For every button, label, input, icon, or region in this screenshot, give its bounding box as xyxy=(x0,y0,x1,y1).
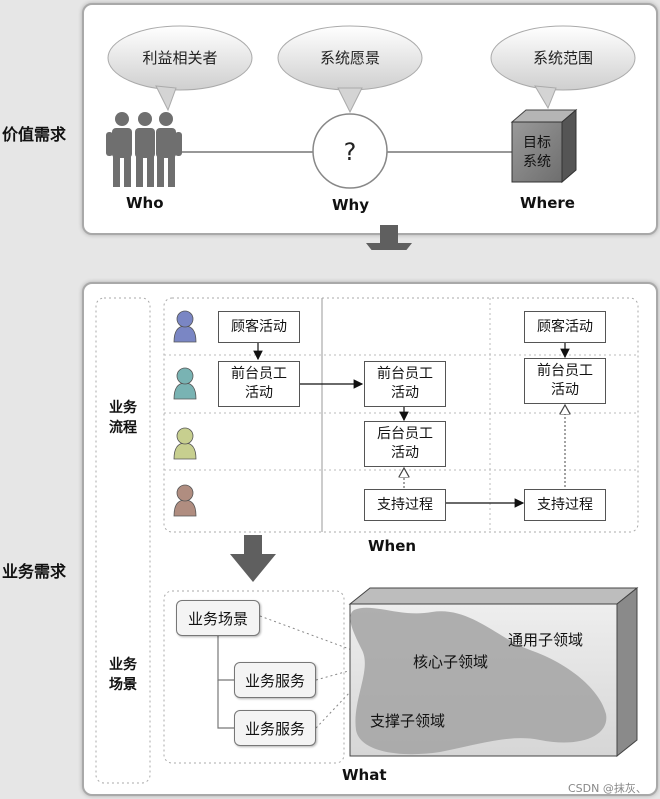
question-mark: ? xyxy=(344,138,357,166)
small-down-arrow-icon xyxy=(230,535,276,582)
why-circle xyxy=(312,113,388,189)
c1-front-staff-box: 前台员工活动 xyxy=(218,361,300,407)
c1-customer-activity-box: 顾客活动 xyxy=(218,311,300,343)
core-domain-shape xyxy=(350,607,607,755)
dotted-link-1 xyxy=(259,615,353,651)
people-icon xyxy=(106,112,182,187)
support-domain-label: 支撑子领域 xyxy=(370,712,446,730)
role-person-icon-2 xyxy=(173,367,197,400)
business-service-box-2: 业务服务 xyxy=(234,710,316,746)
why-caption: Why xyxy=(332,196,370,214)
business-service-box-1: 业务服务 xyxy=(234,662,316,698)
domain-box xyxy=(348,586,639,758)
scope-text: 系统范围 xyxy=(533,49,593,67)
tree-line-1 xyxy=(217,635,234,681)
stakeholder-bubble xyxy=(107,25,253,112)
scenario-outline xyxy=(163,590,345,764)
process-outline xyxy=(163,297,639,533)
role-person-icon-1 xyxy=(173,310,197,343)
target-system-text-line2: 系统 xyxy=(523,154,551,170)
role-person-icon-3 xyxy=(173,427,197,460)
stakeholder-text: 利益相关者 xyxy=(142,49,217,67)
what-caption: What xyxy=(342,766,387,784)
dotted-link-3 xyxy=(315,689,353,729)
core-domain-label: 核心子领域 xyxy=(413,653,489,671)
business-requirements-label: 业务需求 xyxy=(2,562,67,581)
scope-bubble xyxy=(490,25,636,110)
target-system-cube xyxy=(510,108,578,184)
dotted-link-2 xyxy=(315,669,353,681)
scenario-group-label: 业务 场景 xyxy=(109,657,137,693)
where-caption: Where xyxy=(520,194,575,212)
vision-bubble xyxy=(277,25,423,114)
down-arrow-icon xyxy=(366,225,412,250)
c2-front-staff-box: 前台员工活动 xyxy=(364,361,446,407)
c3-support-box: 支持过程 xyxy=(524,489,606,521)
c3-front-staff-box: 前台员工活动 xyxy=(524,358,606,404)
generic-domain-label: 通用子领域 xyxy=(508,631,584,649)
tree-line-2 xyxy=(217,680,234,729)
vision-text: 系统愿景 xyxy=(320,49,380,67)
value-requirements-label: 价值需求 xyxy=(2,125,67,144)
business-scenario-box: 业务场景 xyxy=(176,600,260,636)
c3-customer-activity-box: 顾客活动 xyxy=(524,311,606,343)
watermark: CSDN @抹灰、 xyxy=(568,782,647,795)
c2-support-box: 支持过程 xyxy=(364,489,446,521)
role-person-icon-4 xyxy=(173,484,197,517)
who-caption: Who xyxy=(126,194,164,212)
c2-back-staff-box: 后台员工活动 xyxy=(364,421,446,467)
target-system-text-line1: 目标 xyxy=(523,135,551,151)
process-group-label: 业务 流程 xyxy=(109,400,137,436)
when-caption: When xyxy=(368,537,417,555)
value-diagram: 利益相关者 系统愿景 系统范围 ? 目标 系统 xyxy=(106,25,636,250)
left-group-outline xyxy=(95,297,151,784)
